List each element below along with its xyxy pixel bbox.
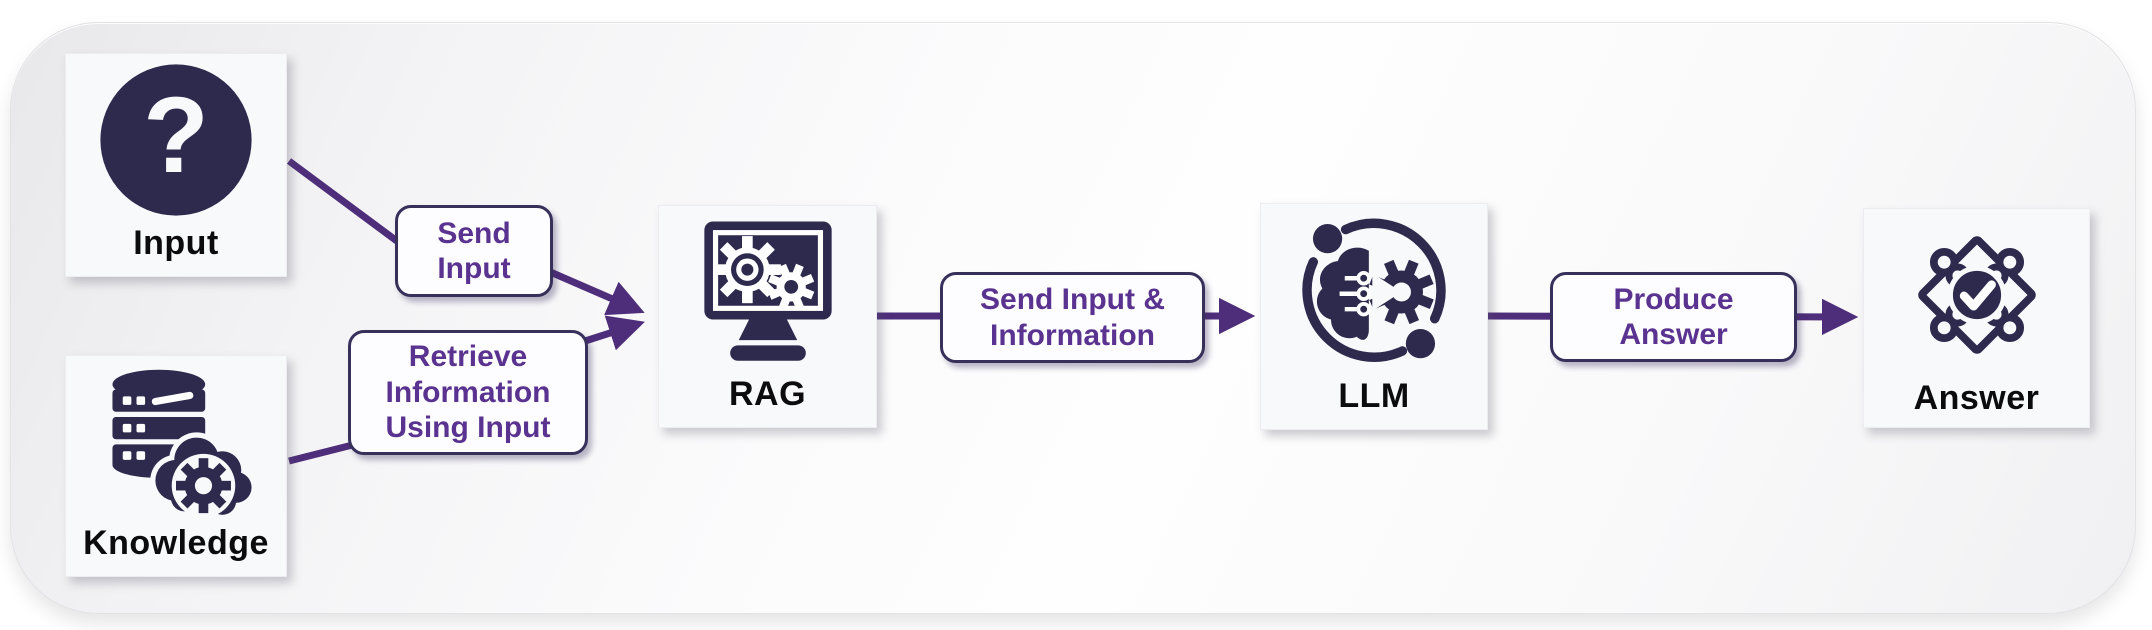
node-rag-label: RAG [728, 375, 807, 413]
edge-knowledge-to-rag-b [580, 315, 645, 351]
node-input-label: Input [133, 224, 219, 262]
answer-icon-wrap [1864, 209, 2089, 381]
node-rag: RAG [658, 205, 877, 428]
monitor-gears-icon [703, 220, 832, 361]
llm-icon-wrap [1261, 204, 1487, 379]
edge-label-produce-answer: Produce Answer [1550, 272, 1797, 362]
input-icon-wrap: ? [66, 54, 286, 226]
edge-input-to-rag-b [546, 267, 645, 316]
node-input: ? Input [65, 53, 287, 277]
edge-label-retrieve-information: Retrieve Information Using Input [348, 330, 588, 455]
edge-label-send-input: Send Input [395, 205, 553, 297]
knowledge-icon-wrap [66, 356, 286, 526]
node-knowledge: Knowledge [65, 355, 287, 577]
brain-gear-icon [1302, 218, 1446, 362]
rag-icon-wrap [659, 206, 876, 377]
question-mark-glyph: ? [143, 75, 209, 195]
puzzle-check-icon [1917, 236, 2036, 354]
edge-label-send-input-information: Send Input & Information [940, 272, 1205, 363]
node-answer-label: Answer [1913, 379, 2040, 417]
question-icon: ? [100, 64, 252, 216]
node-llm: LLM [1260, 203, 1488, 430]
node-knowledge-label: Knowledge [83, 524, 269, 562]
node-llm-label: LLM [1338, 377, 1410, 415]
database-gear-icon [112, 369, 257, 520]
node-answer: Answer [1863, 208, 2090, 428]
